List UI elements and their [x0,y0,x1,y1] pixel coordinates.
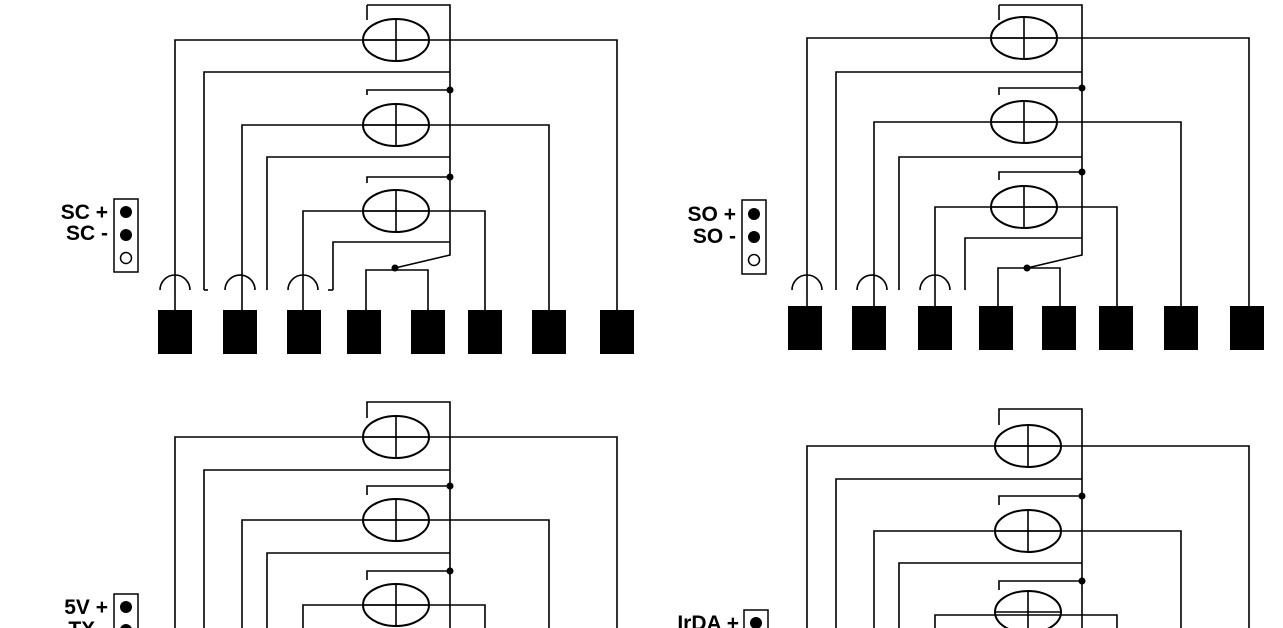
label-negative: TX - [68,618,108,628]
junction-dots [1023,84,1086,272]
junction-dots [391,86,454,272]
junction-dots [446,482,454,575]
panel-sc: SC + SC - [61,4,634,354]
crossing-rings [362,415,430,627]
terminal-pads [158,310,634,354]
connector-block [743,609,769,628]
pin-2 [748,231,760,243]
label-negative: SC - [66,222,108,245]
pin-3 [119,251,133,265]
pin-2 [120,229,132,241]
wires [159,4,618,310]
pin-1 [120,206,132,218]
connector-block [741,199,767,275]
label-positive: 5V + [64,596,108,619]
label-positive: IrDA + [677,612,739,628]
label-positive: SC + [61,201,108,224]
connector-block [113,198,139,273]
wires [791,4,1250,310]
crossing-rings [994,424,1062,628]
pin-1 [748,208,760,220]
pin-3 [747,253,761,267]
pin-1 [120,601,132,613]
junction-dots [1078,492,1086,585]
panel-irda: IrDA + [677,408,1250,628]
crossing-rings [990,16,1058,229]
label-positive: SO + [688,203,736,226]
panel-5v: 5V + TX - [64,401,618,628]
pin-1 [750,617,762,628]
crossing-rings [362,18,430,233]
panel-so: SO + SO - [688,4,1264,350]
label-negative: SO - [693,225,736,248]
connector-block [113,593,139,628]
terminal-pads [788,306,1264,350]
pin-2 [120,624,132,628]
